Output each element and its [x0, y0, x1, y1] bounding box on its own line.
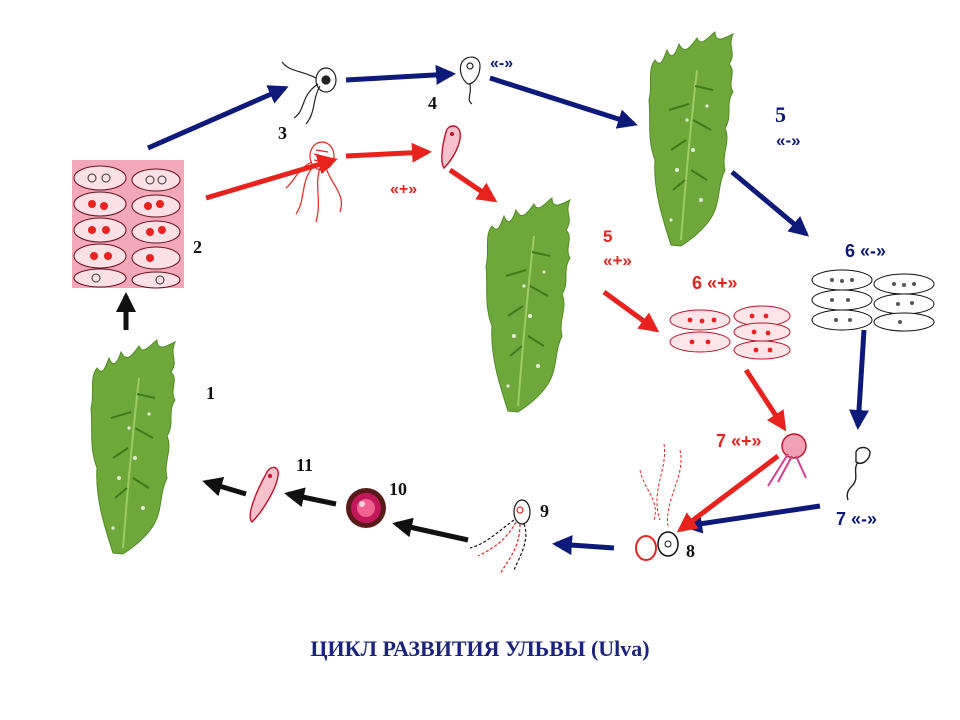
label-7-minus: 7 «-» — [836, 509, 878, 529]
label-10: 10 — [389, 479, 407, 499]
label-4: 4 — [428, 93, 437, 113]
label-5-plus-number: 5 — [603, 227, 613, 246]
label-3: 3 — [278, 123, 287, 143]
label-minus-near-4: «-» — [490, 55, 514, 72]
diagram-title: ЦИКЛ РАЗВИТИЯ УЛЬВЫ (Ulva) — [310, 636, 650, 661]
label-1: 1 — [206, 383, 215, 403]
arrow-4-to-5-minus — [489, 75, 638, 129]
label-6-plus: 6 «+» — [692, 273, 738, 293]
gametangia-6-plus — [669, 305, 791, 360]
arrow-5-to-6-plus — [602, 289, 660, 333]
arrow-8-to-9 — [552, 535, 615, 556]
label-5-plus-sign: «+» — [603, 251, 632, 270]
label-5-minus-sign: «-» — [776, 131, 801, 150]
arrow-7-plus-to-8 — [676, 454, 780, 533]
zygote-cyst-10 — [346, 488, 386, 528]
gamete-7-plus — [767, 433, 807, 487]
label-5-minus-number: 5 — [775, 102, 786, 127]
arrows — [116, 64, 869, 556]
thallus-5-plus — [485, 197, 571, 413]
arrow-7-minus-to-8 — [682, 503, 821, 534]
label-plus-near-gamete: «+» — [390, 181, 418, 198]
label-7-plus: 7 «+» — [716, 431, 762, 451]
sporangia-tissue-2 — [72, 160, 184, 289]
gamete-4-minus — [459, 56, 481, 105]
gamete-3-plus — [285, 141, 342, 223]
label-8: 8 — [686, 541, 695, 561]
label-11: 11 — [296, 455, 314, 475]
gamete-fusion-8 — [635, 443, 682, 561]
arrow-11-to-1 — [202, 477, 247, 497]
arrow-6-to-7-plus — [743, 368, 787, 432]
label-6-minus: 6 «-» — [845, 241, 887, 261]
arrow-2-to-3-plus — [205, 154, 338, 201]
gamete-3-minus — [281, 61, 337, 125]
gamete-7-minus — [846, 446, 871, 501]
zoospore-11 — [249, 466, 279, 523]
arrow-2-to-3-minus — [146, 85, 289, 151]
arrow-plus-gamete-to-5-plus — [448, 167, 498, 203]
zygote-9 — [469, 499, 531, 575]
thallus-5-minus — [647, 30, 735, 248]
label-9: 9 — [540, 501, 549, 521]
gametangia-6-minus — [811, 269, 935, 332]
arrow-6-to-7-minus — [849, 329, 869, 430]
label-2: 2 — [193, 237, 202, 257]
arrow-5-to-6-minus — [730, 170, 810, 237]
gamete-plus-small — [441, 125, 461, 170]
thallus-1 — [89, 338, 177, 556]
arrow-9-to-10 — [392, 517, 469, 543]
arrow-3-to-plus-gamete — [345, 142, 432, 163]
arrow-3-to-4-minus — [345, 64, 456, 85]
arrow-10-to-11 — [284, 487, 337, 508]
